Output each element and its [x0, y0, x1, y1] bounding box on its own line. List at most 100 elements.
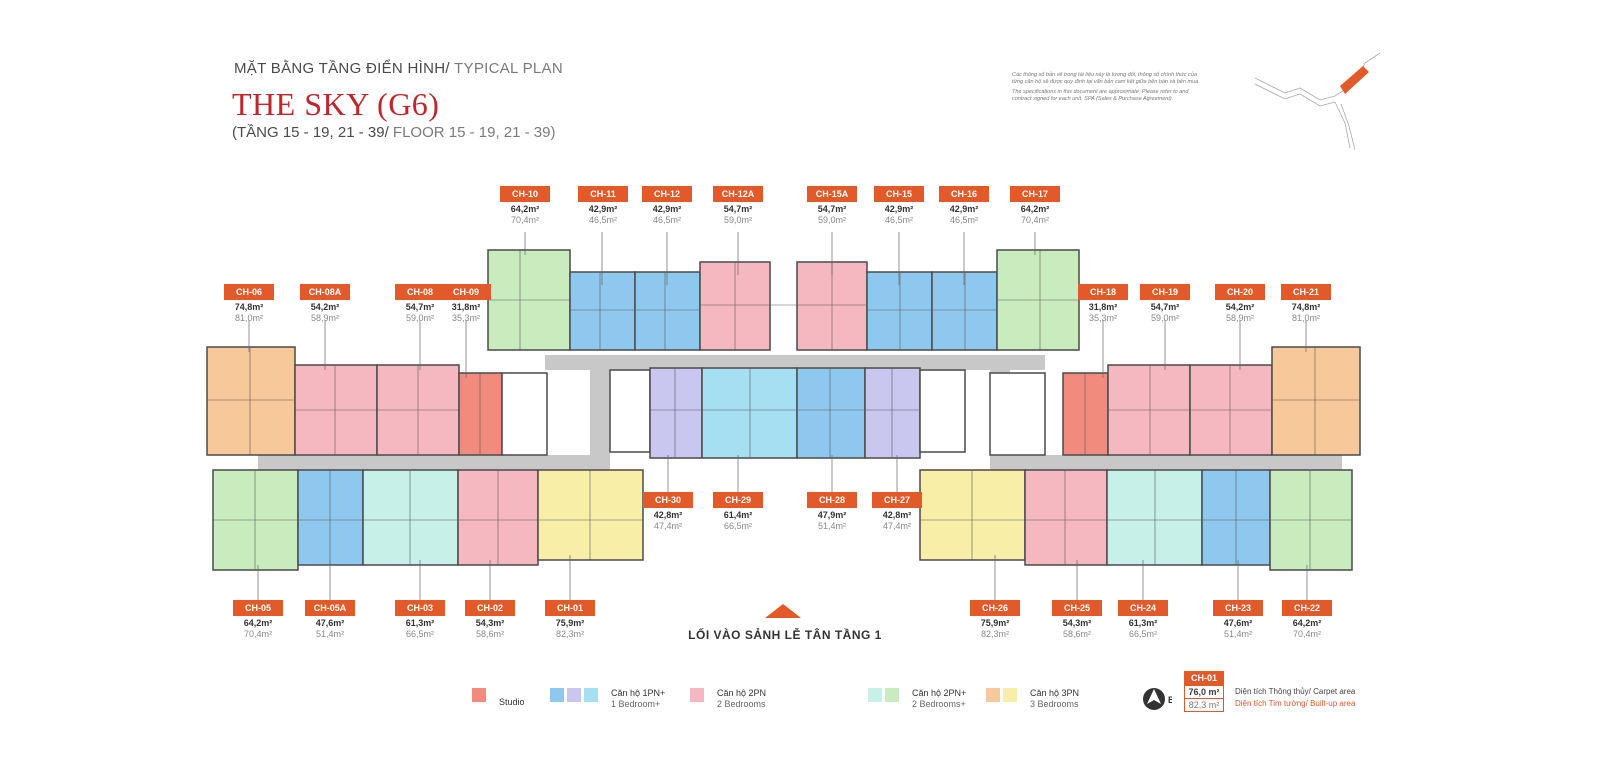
block-ch-15 — [866, 271, 933, 351]
compass-letter: B — [1168, 695, 1172, 705]
top-room-lines — [488, 250, 1079, 350]
unit-id: CH-05A — [305, 600, 355, 616]
unit-carpet-area: 42,9m² — [884, 204, 914, 214]
legend-1br-en: 1 Bedroom+ — [611, 699, 661, 709]
unit-builtup-area: 59,0m² — [723, 215, 752, 225]
unit-carpet-area: 47,6m² — [315, 618, 345, 628]
legend-studio-label: Studio — [499, 697, 525, 707]
swatch-2br — [690, 688, 704, 702]
legend-studio: Studio — [472, 688, 525, 716]
block-ch-06 — [206, 346, 296, 456]
unit-id: CH-18 — [1078, 284, 1128, 300]
block-ch-24 — [1106, 469, 1203, 566]
unit-id: CH-02 — [465, 600, 515, 616]
area-key-text: Diện tích Thông thủy/ Carpet area Diện t… — [1235, 686, 1355, 710]
unit-builtup-area: 47,4m² — [653, 521, 682, 531]
unit-carpet-area: 42,8m² — [882, 510, 912, 520]
bottom-room-lines — [213, 470, 1352, 570]
unit-id: CH-08A — [300, 284, 350, 300]
unit-carpet-area: 64,2m² — [1292, 618, 1322, 628]
unit-id: CH-29 — [713, 492, 763, 508]
unit-carpet-area: 54,3m² — [1062, 618, 1092, 628]
block-ch-25 — [1024, 469, 1108, 566]
unit-builtup-area: 66,5m² — [723, 521, 752, 531]
minimap-highlight — [1340, 66, 1369, 94]
unit-id: CH-27 — [872, 492, 922, 508]
corridor-left-lower — [258, 455, 598, 470]
unit-carpet-area: 42,8m² — [653, 510, 683, 520]
block-ch-30 — [649, 367, 703, 459]
unit-id: CH-24 — [1118, 600, 1168, 616]
block-lift-right — [919, 369, 966, 453]
middle-room-lines — [207, 347, 1360, 455]
minimap-outline-e — [1340, 103, 1356, 151]
legend-2br-plus-text: Căn hộ 2PN+2 Bedrooms+ — [912, 688, 966, 710]
entrance-label: LỐI VÀO SẢNH LỄ TÂN TẦNG 1 — [688, 628, 882, 642]
unit-builtup-area: 70,4m² — [510, 215, 539, 225]
unit-builtup-area: 46,5m² — [652, 215, 681, 225]
unit-id: CH-22 — [1282, 600, 1332, 616]
unit-carpet-area: 74,8m² — [1291, 302, 1321, 312]
unit-id: CH-25 — [1052, 600, 1102, 616]
unit-builtup-area: 46,5m² — [588, 215, 617, 225]
swatch-1br-a — [550, 688, 564, 702]
minimap-outline-a — [1254, 77, 1336, 101]
unit-carpet-area: 47,9m² — [817, 510, 847, 520]
unit-carpet-area: 54,7m² — [405, 302, 435, 312]
block-ch-12 — [634, 271, 701, 351]
unit-carpet-area: 64,2m² — [510, 204, 540, 214]
unit-id: CH-01 — [545, 600, 595, 616]
unit-id: CH-03 — [395, 600, 445, 616]
unit-id: CH-23 — [1213, 600, 1263, 616]
disclaimer: Các thông số bản vẽ trong tài liệu này l… — [1012, 72, 1202, 106]
corridor-left-vertical — [590, 365, 610, 470]
leader-lines — [248, 232, 1308, 600]
corridor-right-lower — [1000, 455, 1342, 470]
unit-builtup-area: 66,5m² — [405, 629, 434, 639]
unit-builtup-area: 66,5m² — [1128, 629, 1157, 639]
unit-carpet-area: 61,3m² — [405, 618, 435, 628]
swatch-2br-plus-a — [868, 688, 882, 702]
entrance-arrow-icon — [765, 604, 801, 618]
unit-carpet-area: 54,3m² — [475, 618, 505, 628]
compass-north-icon: B — [1143, 688, 1172, 710]
center-room-lines — [650, 368, 920, 458]
legend-2br-en: 2 Bedrooms — [717, 699, 766, 709]
subtitle-vi: MẶT BẰNG TẦNG ĐIỂN HÌNH/ — [234, 60, 455, 77]
block-ch-26 — [919, 469, 1026, 561]
block-ch-11 — [569, 271, 636, 351]
